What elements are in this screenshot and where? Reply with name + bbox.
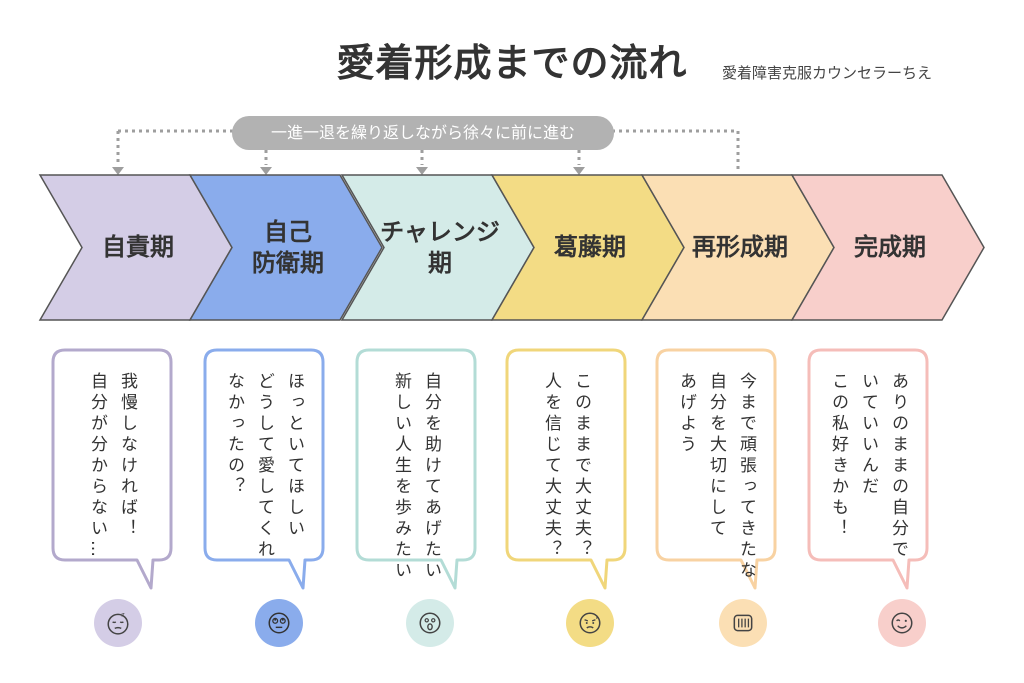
author-credit: 愛着障害克服カウンセラーちえ [722, 64, 933, 82]
anxious-face-icon [566, 599, 614, 647]
arrow-to-stage-4 [573, 167, 585, 175]
bubble-text-5: 今まで頑張ってきたな 自分を大切にして あげよう [676, 372, 756, 582]
tired-face-icon [719, 599, 767, 647]
rolling-eyes-face-icon [255, 599, 303, 647]
speech-bubble-4 [505, 348, 627, 590]
stage-label-5: 再形成期 [692, 233, 788, 261]
progress-connectors [112, 129, 740, 175]
stage-label-3: チャレンジ 期 [380, 217, 500, 277]
sleepy-face-icon: z [94, 599, 142, 647]
svg-text:z: z [121, 611, 125, 619]
arrow-to-stage-2 [260, 167, 272, 175]
stage-chevron-2 [188, 174, 383, 321]
stage-label-2: 自己 防衛期 [252, 217, 324, 277]
winking-face-icon [878, 599, 926, 647]
bubble-text-3: 自分を助けてあげたい 新しい人生を歩みたい [391, 372, 441, 582]
arrow-to-stage-1 [112, 167, 124, 175]
progress-note: 一進一退を繰り返しながら徐々に前に進む [232, 116, 614, 150]
speech-bubble-6 [807, 348, 929, 590]
stage-label-1: 自責期 [102, 233, 174, 261]
speech-bubble-1 [51, 348, 173, 590]
speech-bubble-3 [355, 348, 477, 590]
stage-chevron-6 [790, 174, 985, 321]
bubble-text-2: ほっといてほしい どうして愛してくれ なかったの？ [224, 372, 304, 561]
diagram-title: 愛着形成までの流れ [336, 41, 688, 85]
bubble-text-1: 我慢しなければ！ 自分が分からない… [87, 372, 137, 561]
bubble-text-4: このままで大丈夫？ 人を信じて大丈夫？ [541, 372, 591, 561]
arrow-to-stage-3 [416, 167, 428, 175]
speech-bubbles [51, 348, 929, 590]
speech-bubble-5 [655, 348, 777, 590]
bubble-text-6: ありのままの自分で いていいんだ この私好きかも！ [828, 372, 908, 561]
speech-bubble-2 [203, 348, 325, 590]
surprised-face-icon [406, 599, 454, 647]
stage-label-4: 葛藤期 [554, 233, 626, 261]
stage-label-6: 完成期 [854, 233, 926, 261]
stage-chevrons [38, 174, 985, 321]
